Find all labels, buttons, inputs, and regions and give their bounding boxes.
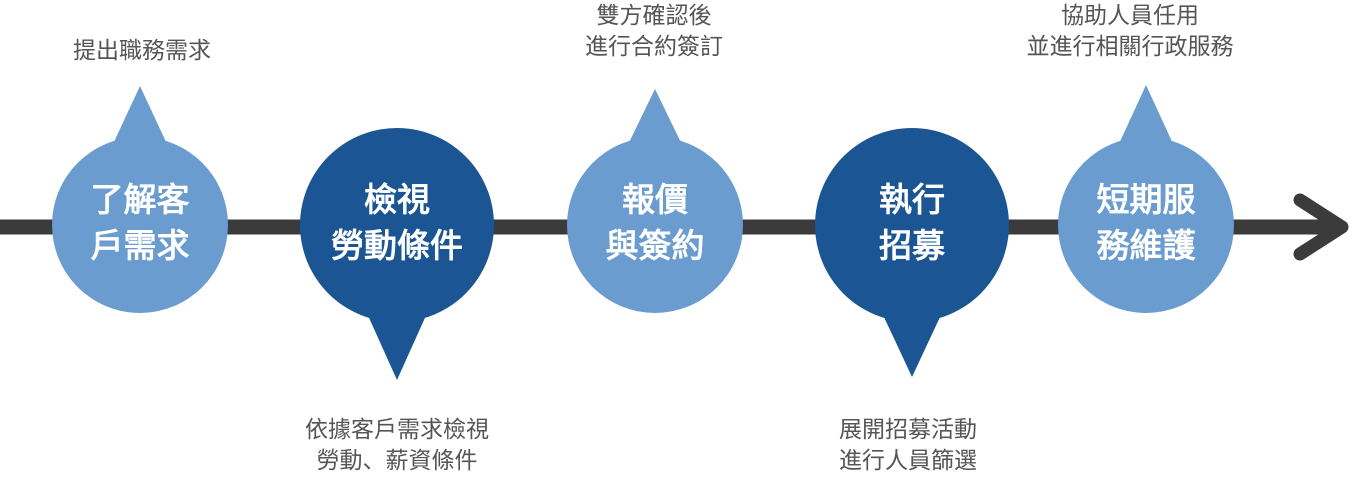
step-1-caption-line-1: 提出職務需求: [73, 38, 211, 64]
step-3-caption: 雙方確認後 進行合約簽訂: [494, 1, 814, 63]
timeline-arrow-head: [1293, 193, 1349, 261]
step-2-title-line-1: 檢視: [364, 180, 430, 219]
step-2-caption-line-2: 勞動、薪資條件: [316, 448, 478, 474]
step-3-caption-line-1: 雙方確認後: [596, 3, 712, 29]
step-3-title-line-1: 報價: [622, 180, 688, 219]
step-4-title-line-1: 執行: [879, 180, 945, 219]
step-5-caption-line-1: 協助人員任用: [1061, 3, 1199, 29]
step-2-caption-line-1: 依據客戶需求檢視: [305, 417, 489, 443]
step-4-caption-line-1: 展開招募活動: [839, 417, 977, 443]
step-1-caption: 提出職務需求: [0, 36, 302, 67]
step-4-caption: 展開招募活動 進行人員篩選: [748, 415, 1068, 477]
step-2-caption: 依據客戶需求檢視 勞動、薪資條件: [237, 415, 557, 477]
step-2-bubble: [300, 128, 494, 322]
step-1-title-line-2: 戶需求: [90, 226, 190, 265]
step-1-title-line-1: 了解客: [90, 180, 190, 219]
step-4-title: 執行 招募: [812, 177, 1012, 269]
step-5-title-line-1: 短期服: [1096, 180, 1196, 219]
step-3-title: 報價 與簽約: [555, 177, 755, 269]
step-3-bubble: [567, 137, 743, 313]
step-3-caption-line-2: 進行合約簽訂: [585, 34, 723, 60]
step-2-title: 檢視 勞動條件: [297, 177, 497, 269]
step-5-caption-line-2: 並進行相關行政服務: [1026, 34, 1234, 60]
step-4-bubble: [815, 128, 1009, 322]
step-4-title-line-2: 招募: [879, 226, 945, 265]
step-1-title: 了解客 戶需求: [40, 177, 240, 269]
step-5-bubble: [1058, 137, 1234, 313]
step-2-title-line-2: 勞動條件: [331, 226, 463, 265]
step-1-bubble: [52, 137, 228, 313]
step-5-title: 短期服 務維護: [1046, 177, 1246, 269]
step-4-caption-line-2: 進行人員篩選: [839, 448, 977, 474]
step-3-title-line-2: 與簽約: [605, 226, 705, 265]
step-5-title-line-2: 務維護: [1096, 226, 1196, 265]
step-5-caption: 協助人員任用 並進行相關行政服務: [970, 1, 1290, 63]
